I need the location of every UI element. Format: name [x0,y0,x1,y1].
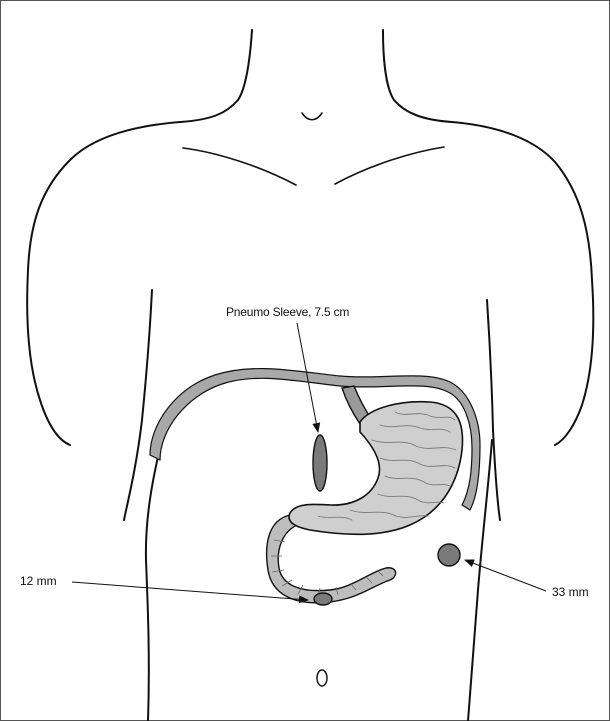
port-33mm-leader [465,560,546,591]
sternal-notch [302,113,322,120]
pneumo-sleeve-port [313,435,327,491]
right-clavicle [335,147,444,184]
neck-right [383,30,452,122]
neck-left [180,30,252,122]
umbilicus [317,670,327,686]
pneumo-sleeve-label: Pneumo Sleeve, 7.5 cm [226,305,349,319]
left-armpit-curve [124,290,152,520]
port-12mm-marker [314,593,332,605]
right-armpit-curve [487,300,500,520]
right-shoulder-arm [452,122,593,445]
left-shoulder-arm [27,122,180,445]
port-12mm-label: 12 mm [20,574,57,588]
port-33mm-label: 33 mm [552,585,589,599]
port-33mm-marker [438,544,460,566]
left-clavicle [183,148,296,185]
clavicles [183,113,444,185]
left-flank [146,440,162,721]
